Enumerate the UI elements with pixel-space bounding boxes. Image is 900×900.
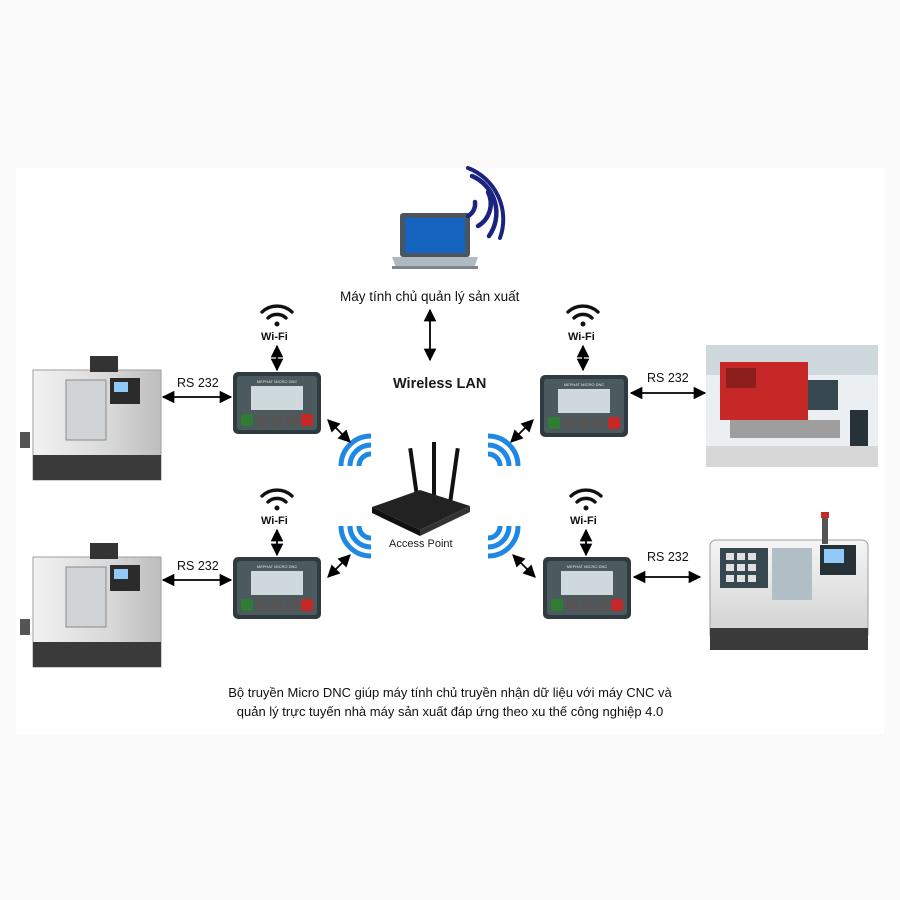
caption-line-2: quản lý trực tuyến nhà máy sản xuất đáp …: [60, 702, 840, 721]
device-button: [301, 599, 313, 611]
rs232-label-bottom-left: RS 232: [177, 559, 219, 573]
device-brand-text: MEPHAT MICRO DNC: [257, 379, 298, 384]
device-button: [551, 599, 563, 611]
wifi-label-top-left: Wi-Fi: [261, 331, 288, 343]
device-screen: [561, 571, 613, 595]
device-button: [241, 414, 253, 426]
device-button: [578, 417, 590, 429]
router-icon: [372, 442, 470, 536]
punch-press-machine: [706, 345, 878, 467]
diagram-caption: Bộ truyền Micro DNC giúp máy tính chủ tr…: [60, 683, 840, 721]
laptop-signal-arcs: [468, 168, 503, 238]
wifi-label-bottom-left: Wi-Fi: [261, 515, 288, 527]
device-brand-text: MEPHAT MICRO DNC: [257, 564, 298, 569]
wifi-label-top-right: Wi-Fi: [568, 331, 595, 343]
device-brand-text: MEPHAT MICRO DNC: [564, 382, 605, 387]
micro-dnc-device-top-left: MEPHAT MICRO DNC: [233, 372, 321, 434]
device-button: [271, 414, 283, 426]
wifi-label-bottom-right: Wi-Fi: [570, 515, 597, 527]
rs232-label-bottom-right: RS 232: [647, 550, 689, 564]
device-button: [611, 599, 623, 611]
device-button: [563, 417, 575, 429]
device-button: [593, 417, 605, 429]
rs232-label-top-left: RS 232: [177, 376, 219, 390]
device-button: [596, 599, 608, 611]
rs232-label-top-right: RS 232: [647, 371, 689, 385]
micro-dnc-device-top-right: MEPHAT MICRO DNC: [540, 375, 628, 437]
device-button: [271, 599, 283, 611]
device-button: [301, 414, 313, 426]
host-computer-label: Máy tính chủ quản lý sản xuất: [340, 289, 519, 304]
cnc-machine-bottom-left: [20, 543, 161, 667]
wireless-lan-label: Wireless LAN: [393, 376, 486, 392]
device-button: [256, 414, 268, 426]
device-brand-text: MEPHAT MICRO DNC: [567, 564, 608, 569]
cnc-lathe-machine: [710, 512, 868, 650]
device-button: [608, 417, 620, 429]
caption-line-1: Bộ truyền Micro DNC giúp máy tính chủ tr…: [60, 683, 840, 702]
micro-dnc-device-bottom-left: MEPHAT MICRO DNC: [233, 557, 321, 619]
device-screen: [558, 389, 610, 413]
device-screen: [251, 386, 303, 410]
device-screen: [251, 571, 303, 595]
micro-dnc-device-bottom-right: MEPHAT MICRO DNC: [543, 557, 631, 619]
cnc-machine-top-left: [20, 356, 161, 480]
laptop-icon: [392, 213, 478, 269]
device-button: [548, 417, 560, 429]
device-button: [286, 599, 298, 611]
device-button: [241, 599, 253, 611]
access-point-label: Access Point: [389, 538, 453, 550]
device-button: [581, 599, 593, 611]
device-button: [256, 599, 268, 611]
device-button: [286, 414, 298, 426]
device-button: [566, 599, 578, 611]
